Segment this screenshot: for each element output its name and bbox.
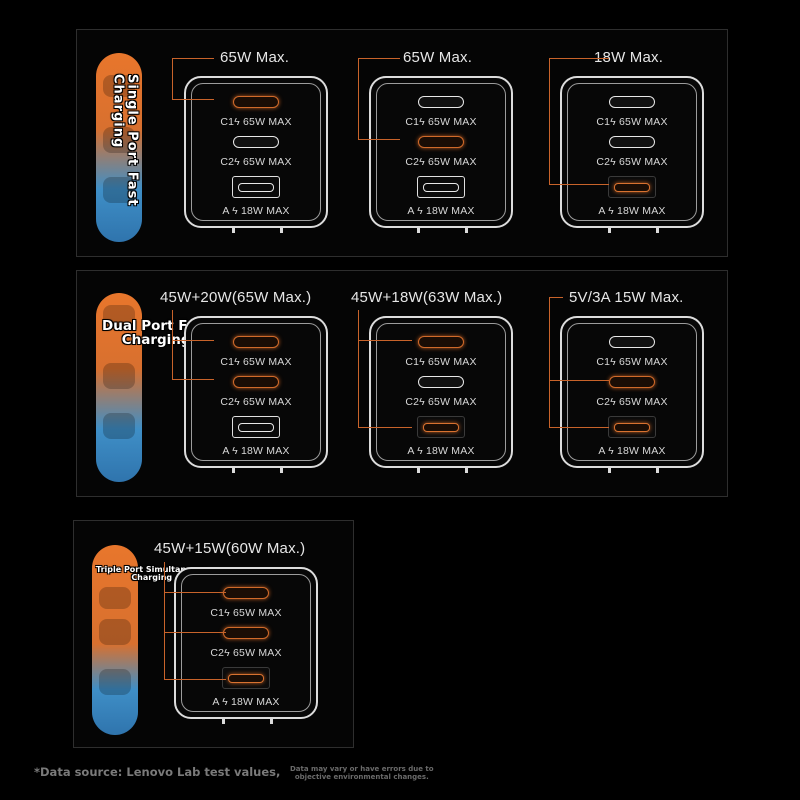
- c1-port-label: C1ϟ 65W MAX: [405, 356, 477, 368]
- a-port-label: A ϟ 18W MAX: [212, 696, 280, 708]
- usb-c1-port: [609, 96, 655, 108]
- c1-port-label: C1ϟ 65W MAX: [405, 116, 477, 128]
- charger-diagram: C1ϟ 65W MAX C2ϟ 65W MAX A ϟ 18W MAX: [369, 76, 513, 233]
- leader-line: [549, 297, 609, 428]
- c2-port-label: C2ϟ 65W MAX: [220, 156, 292, 168]
- charger-diagram: C1ϟ 65W MAX C2ϟ 65W MAX A ϟ 18W MAX: [184, 316, 328, 473]
- a-port-label: A ϟ 18W MAX: [598, 445, 666, 457]
- charger-diagram: C1ϟ 65W MAX C2ϟ 65W MAX A ϟ 18W MAX: [560, 76, 704, 233]
- c1-port-label: C1ϟ 65W MAX: [220, 356, 292, 368]
- plug-prong: [656, 466, 659, 473]
- usb-c2-port: [418, 376, 464, 388]
- charger-heading: 5V/3A 15W Max.: [569, 289, 684, 306]
- c1-port-label: C1ϟ 65W MAX: [220, 116, 292, 128]
- a-port-label: A ϟ 18W MAX: [407, 445, 475, 457]
- c1-port-label: C1ϟ 65W MAX: [596, 116, 668, 128]
- charger-heading: 65W Max.: [403, 49, 473, 66]
- data-source-footnote: *Data source: Lenovo Lab test values,: [34, 765, 281, 779]
- leader-line: [164, 632, 226, 633]
- usb-c2-port: [418, 136, 464, 148]
- plug-prong: [656, 226, 659, 233]
- disclaimer-line-1: Data may vary or have errors due to: [290, 765, 434, 773]
- usb-a-port: [608, 416, 656, 438]
- leader-line: [164, 592, 226, 680]
- usb-c2-port: [609, 376, 655, 388]
- plug-prong: [270, 717, 273, 724]
- dual-port-label-line-1: Dual Port Fast: [102, 318, 211, 334]
- charger-heading: 65W Max.: [220, 49, 290, 66]
- a-port-label: A ϟ 18W MAX: [222, 205, 290, 217]
- plug-prong: [232, 226, 235, 233]
- usb-a-port: [417, 176, 465, 198]
- leader-line: [172, 340, 214, 380]
- single-port-label: Single Port Fast Charging: [110, 74, 140, 207]
- c2-port-label: C2ϟ 65W MAX: [596, 156, 668, 168]
- usb-a-port: [232, 416, 280, 438]
- dual-port-pill-graphic: [96, 293, 142, 482]
- disclaimer-line-2: objective environmental changes.: [294, 772, 429, 781]
- usb-c1-port: [233, 336, 279, 348]
- dual-port-label-line-2: Charging: [121, 332, 191, 349]
- usb-c1-port: [418, 336, 464, 348]
- plug-prong: [417, 226, 420, 233]
- leader-line: [358, 310, 359, 340]
- c1-port-label: C1ϟ 65W MAX: [596, 356, 668, 368]
- charger-heading: 45W+15W(60W Max.): [154, 540, 306, 557]
- plug-prong: [608, 466, 611, 473]
- charger-heading: 45W+18W(63W Max.): [351, 289, 503, 306]
- single-port-label-line-1: Single Port Fast: [124, 74, 140, 207]
- leader-line: [164, 562, 165, 592]
- usb-c2-port: [223, 627, 269, 639]
- dual-port-label: Dual Port Fast Charging: [102, 319, 210, 347]
- usb-a-port: [232, 176, 280, 198]
- leader-line: [549, 297, 563, 298]
- c2-port-label: C2ϟ 65W MAX: [220, 396, 292, 408]
- plug-prong: [280, 226, 283, 233]
- c2-port-label: C2ϟ 65W MAX: [405, 396, 477, 408]
- usb-c2-port: [233, 136, 279, 148]
- c1-port-label: C1ϟ 65W MAX: [210, 607, 282, 619]
- c2-port-label: C2ϟ 65W MAX: [210, 647, 282, 659]
- charger-heading: 45W+20W(65W Max.): [160, 289, 312, 306]
- usb-c1-port: [609, 336, 655, 348]
- usb-a-port: [222, 667, 270, 689]
- plug-prong: [417, 466, 420, 473]
- charger-diagram: C1ϟ 65W MAX C2ϟ 65W MAX A ϟ 18W MAX: [560, 316, 704, 473]
- a-port-label: A ϟ 18W MAX: [222, 445, 290, 457]
- usb-a-port: [608, 176, 656, 198]
- triple-port-label-line-1: Triple Port Simultaneous: [96, 565, 208, 574]
- plug-prong: [608, 226, 611, 233]
- a-port-label: A ϟ 18W MAX: [598, 205, 666, 217]
- plug-prong: [280, 466, 283, 473]
- usb-c2-port: [609, 136, 655, 148]
- single-port-pill-graphic: [96, 53, 142, 242]
- plug-prong: [222, 717, 225, 724]
- single-port-label-line-2: Charging: [110, 74, 126, 149]
- usb-c1-port: [223, 587, 269, 599]
- a-port-label: A ϟ 18W MAX: [407, 205, 475, 217]
- usb-a-port: [417, 416, 465, 438]
- leader-line: [358, 58, 400, 140]
- plug-prong: [465, 466, 468, 473]
- leader-line: [358, 340, 412, 428]
- charger-diagram: C1ϟ 65W MAX C2ϟ 65W MAX A ϟ 18W MAX: [184, 76, 328, 233]
- plug-prong: [232, 466, 235, 473]
- c2-port-label: C2ϟ 65W MAX: [405, 156, 477, 168]
- charger-heading: 18W Max.: [594, 49, 664, 66]
- leader-line: [549, 380, 609, 381]
- usb-c2-port: [233, 376, 279, 388]
- c2-port-label: C2ϟ 65W MAX: [596, 396, 668, 408]
- usb-c1-port: [233, 96, 279, 108]
- leader-line: [172, 310, 173, 340]
- triple-port-label: Triple Port Simultaneous Charging: [96, 565, 208, 583]
- triple-port-label-line-2: Charging: [131, 573, 173, 583]
- leader-line: [172, 58, 214, 100]
- disclaimer-footnote: Data may vary or have errors due to obje…: [290, 765, 434, 781]
- plug-prong: [465, 226, 468, 233]
- charger-diagram: C1ϟ 65W MAX C2ϟ 65W MAX A ϟ 18W MAX: [369, 316, 513, 473]
- triple-port-pill-graphic: [92, 545, 138, 735]
- usb-c1-port: [418, 96, 464, 108]
- leader-line: [549, 58, 609, 185]
